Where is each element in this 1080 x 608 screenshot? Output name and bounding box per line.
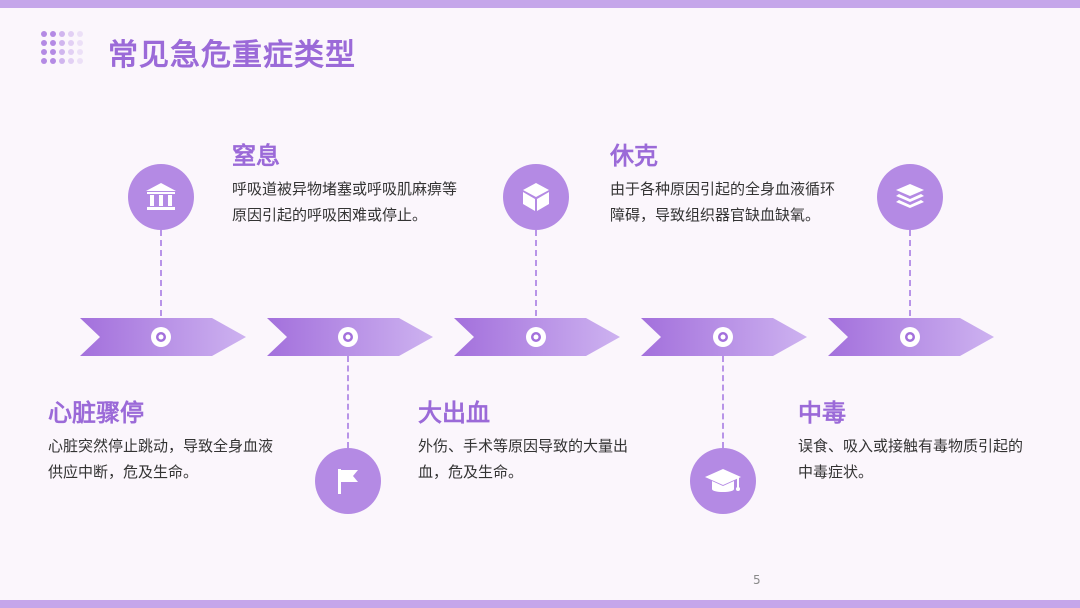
connector-4 [722,356,724,448]
connector-1 [160,230,162,316]
slide-title: 常见急危重症类型 [108,38,356,73]
cube-icon [503,164,569,230]
item-title-hemorrhage: 大出血 [418,399,490,427]
bottom-accent-bar [0,600,1080,608]
flag-icon [315,448,381,514]
item-title-cardiac-arrest: 心脏骤停 [48,399,144,427]
connector-2 [347,356,349,448]
item-desc-shock: 由于各种原因引起的全身血液循环障碍，导致组织器官缺血缺氧。 [610,180,836,224]
connector-3 [535,230,537,316]
item-title-asphyxia: 窒息 [232,142,280,170]
bank-icon [128,164,194,230]
item-title-poisoning: 中毒 [798,399,846,427]
item-desc-poisoning: 误食、吸入或接触有毒物质引起的中毒症状。 [798,437,1024,481]
item-title-shock: 休克 [610,142,658,170]
connector-5 [909,230,911,316]
graduation-cap-icon [690,448,756,514]
item-desc-hemorrhage: 外伤、手术等原因导致的大量出血，危及生命。 [418,437,629,481]
page-number: 5 [753,573,761,587]
layers-icon [877,164,943,230]
top-accent-bar [0,0,1080,8]
item-desc-cardiac-arrest: 心脏突然停止跳动，导致全身血液供应中断，危及生命。 [48,437,274,481]
timeline-chevrons [80,318,994,356]
item-desc-asphyxia: 呼吸道被异物堵塞或呼吸肌麻痹等原因引起的呼吸困难或停止。 [232,180,458,224]
dots-decoration-icon [41,31,83,64]
